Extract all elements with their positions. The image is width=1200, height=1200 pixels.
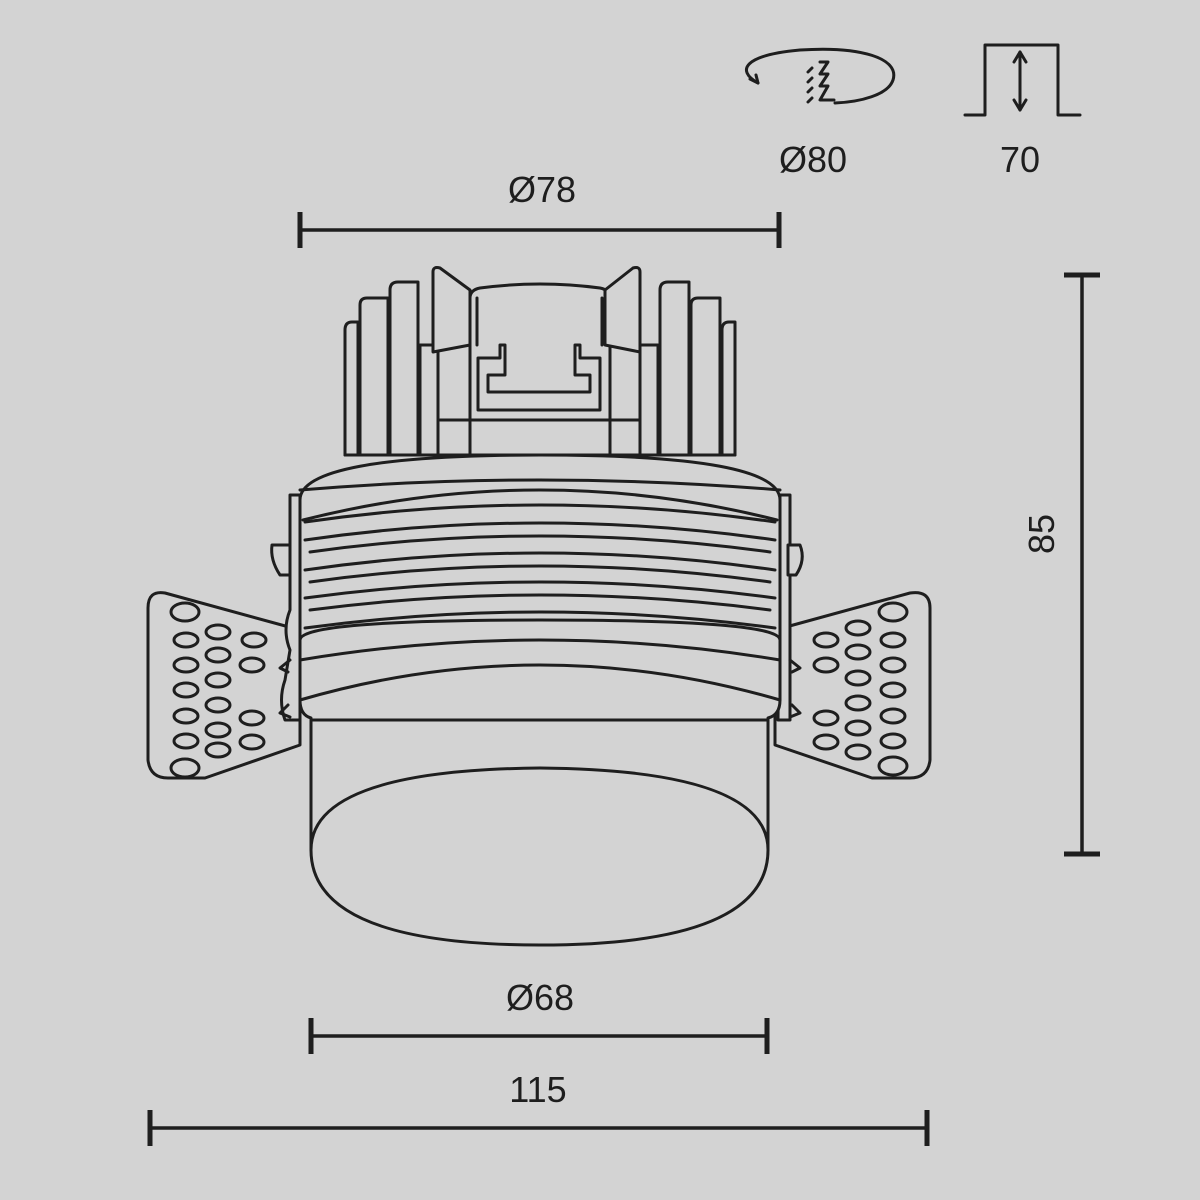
heatsink bbox=[343, 266, 737, 457]
recess-depth-label: 70 bbox=[1000, 139, 1040, 180]
bottom-diameter-dimension bbox=[308, 1018, 770, 1054]
top-diameter-dimension bbox=[297, 212, 782, 248]
luminaire-drawing bbox=[146, 266, 932, 947]
cutout-icon bbox=[745, 47, 896, 105]
recess-depth-icon bbox=[963, 43, 1082, 117]
height-label: 85 bbox=[1021, 514, 1062, 554]
cutout-diameter-label: Ø80 bbox=[779, 139, 847, 180]
overall-width-label: 115 bbox=[509, 1069, 566, 1110]
top-diameter-label: Ø78 bbox=[508, 169, 576, 210]
right-mounting-wing bbox=[773, 591, 932, 780]
collar bbox=[298, 453, 782, 642]
bottom-diameter-label: Ø68 bbox=[506, 977, 574, 1018]
overall-width-dimension bbox=[147, 1110, 930, 1146]
left-mounting-wing bbox=[146, 591, 302, 780]
lens-cylinder bbox=[298, 618, 782, 947]
height-dimension bbox=[1064, 272, 1100, 857]
